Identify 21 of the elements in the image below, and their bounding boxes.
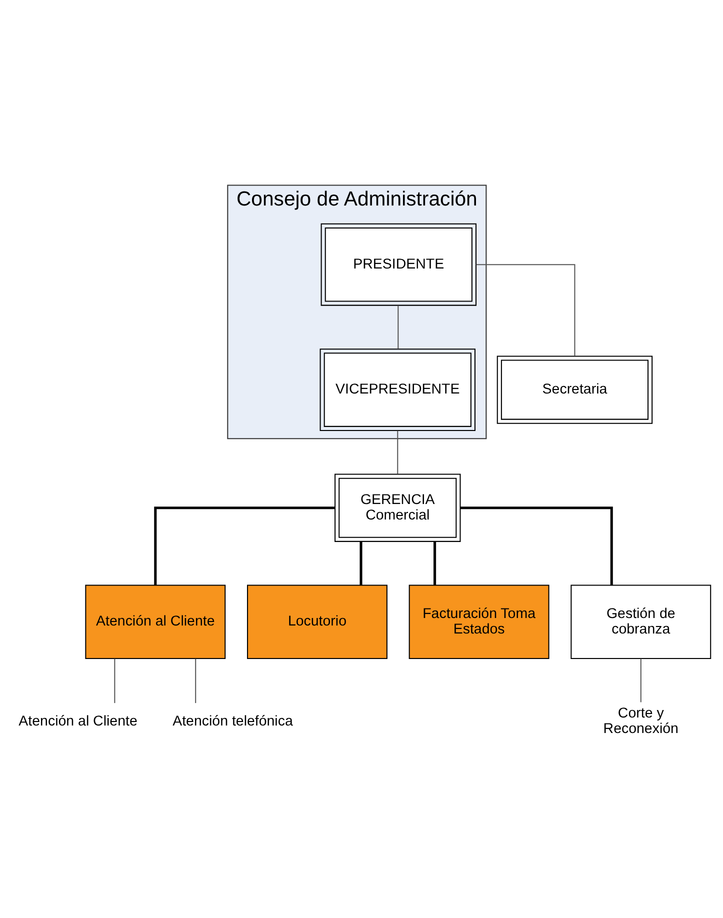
- node-box: Gestión de cobranza: [570, 584, 712, 659]
- node-box: Atención al Cliente: [85, 584, 226, 659]
- connector: [114, 658, 116, 704]
- connector: [476, 264, 576, 356]
- node-text: Atención al Cliente: [18, 713, 138, 730]
- node-text: Corte y Reconexión: [603, 706, 678, 737]
- node-text: Atención telefónica: [172, 713, 293, 730]
- connector: [398, 306, 399, 349]
- node-box: PRESIDENTE: [320, 223, 476, 306]
- node-box: Facturación Toma Estados: [408, 584, 550, 659]
- node-box: Secretaria: [496, 356, 653, 424]
- node-box: VICEPRESIDENTE: [320, 348, 476, 431]
- connector: [460, 506, 613, 586]
- connector: [640, 658, 642, 702]
- connector: [397, 430, 398, 474]
- connector: [154, 506, 335, 586]
- connector: [434, 542, 436, 586]
- node-box: GERENCIA Comercial: [334, 474, 461, 542]
- connector: [360, 542, 362, 586]
- connector: [195, 658, 196, 704]
- node-box: Locutorio: [247, 584, 388, 659]
